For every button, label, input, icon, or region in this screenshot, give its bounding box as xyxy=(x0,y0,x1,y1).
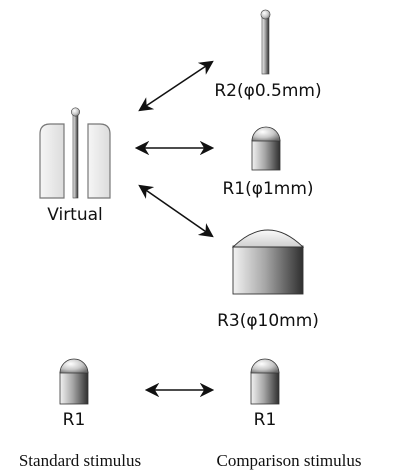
arrow-virtual-r3 xyxy=(138,184,214,238)
virtual-stylus-icon xyxy=(39,107,111,199)
standard-r1-icon xyxy=(59,358,89,405)
caption-standard: Standard stimulus xyxy=(19,451,141,470)
thin-rod-icon xyxy=(260,9,271,75)
label-r1-comparison: R1 xyxy=(254,410,277,430)
label-r2: R2(φ0.5mm) xyxy=(214,81,321,101)
label-r1-standard: R1 xyxy=(63,410,86,430)
comparison-r1-icon xyxy=(250,358,280,405)
wide-dome-cylinder-icon xyxy=(231,229,305,295)
rounded-cylinder-icon xyxy=(251,126,281,171)
arrow-virtual-r2 xyxy=(138,60,214,112)
label-r1: R1(φ1mm) xyxy=(222,179,313,199)
left-plate xyxy=(39,123,65,199)
virtual-rod xyxy=(72,113,79,199)
right-plate xyxy=(87,123,111,199)
caption-comparison: Comparison stimulus xyxy=(217,451,362,470)
label-virtual: Virtual xyxy=(47,205,103,225)
virtual-rod-tip xyxy=(71,107,81,117)
label-r3: R3(φ10mm) xyxy=(217,311,319,331)
